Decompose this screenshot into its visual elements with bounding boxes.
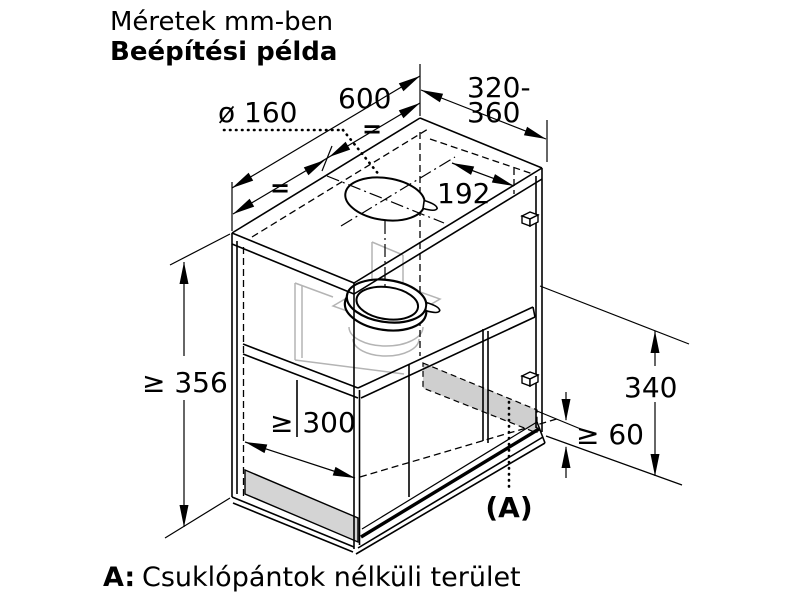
dim-600-label: 600 — [338, 82, 391, 115]
dim-300 — [244, 441, 356, 479]
dim-60 — [536, 392, 589, 478]
hidden-edges — [242, 128, 561, 500]
dim-192 — [451, 162, 515, 187]
dim-60-label: ≥ 60 — [576, 418, 644, 451]
hinge-icon-top — [520, 211, 540, 228]
dim-diameter-160 — [222, 128, 382, 178]
dim-300-label: ≥ 300 — [270, 406, 356, 439]
caption-label: A: — [103, 562, 135, 593]
equal-mark-top: = — [362, 115, 382, 143]
dim-depth-label-1: 320- — [467, 71, 531, 104]
dim-depth-label-2: 360 — [467, 96, 520, 129]
bottom-front-panel — [244, 468, 359, 544]
top-duct-hole — [326, 156, 456, 288]
duct-collar — [343, 278, 441, 332]
dim-diameter-label: ø 160 — [218, 96, 297, 129]
area-a-label: (A) — [485, 491, 532, 524]
hinge-free-area — [422, 362, 538, 434]
dim-356 — [164, 233, 231, 539]
hinge-icon-bottom — [520, 371, 540, 388]
title-line1: Méretek mm-ben — [110, 7, 333, 37]
dim-192-label: 192 — [437, 177, 490, 210]
dim-356-label: ≥ 356 — [142, 366, 228, 399]
cabinet-outline — [231, 117, 546, 555]
equal-mark-left: = — [270, 174, 290, 202]
dim-320-360 — [420, 89, 548, 162]
dim-340-label: 340 — [624, 371, 677, 404]
dim-340 — [539, 285, 690, 486]
dim-600 — [231, 64, 421, 231]
title-line2: Beépítési példa — [110, 37, 337, 67]
caption-text: Csuklópántok nélküli terület — [142, 562, 521, 593]
